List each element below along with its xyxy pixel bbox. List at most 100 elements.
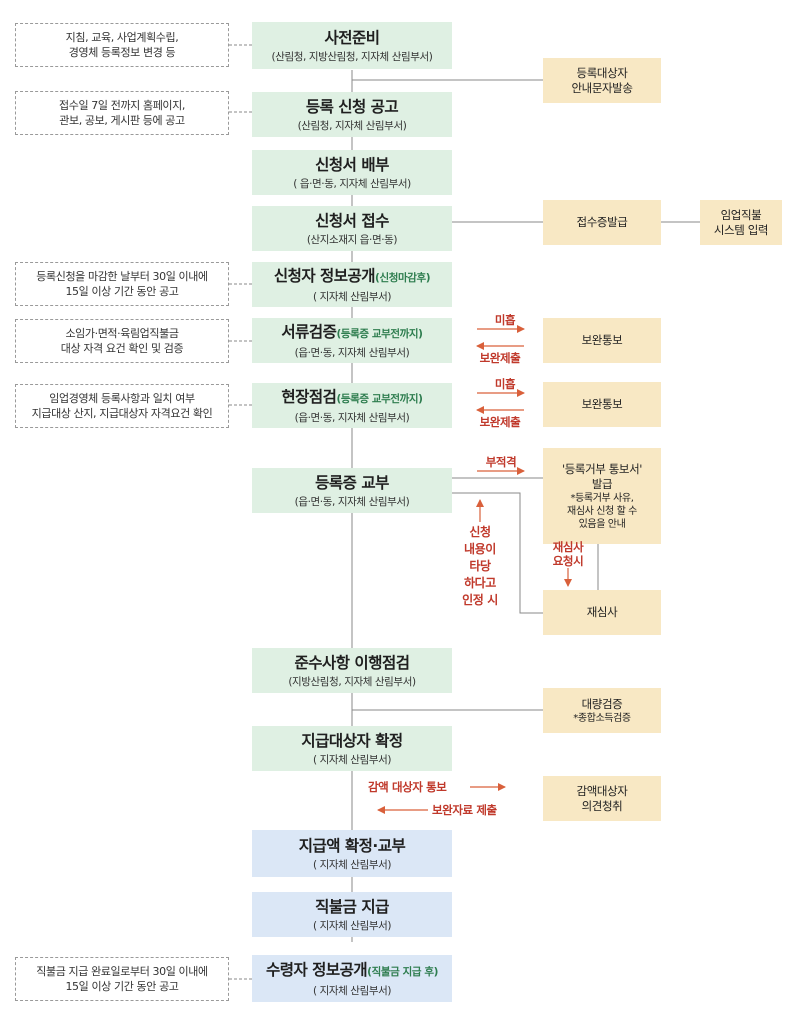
step-title: 신청자 정보공개 [273,266,376,285]
step-title: 준수사항 이행점검 [294,653,410,672]
side-system-input: 임업직불 시스템 입력 [700,200,782,245]
note-line: 등록신청을 마감한 날부터 30일 이내에 [36,270,208,283]
label-unfit: 부적격 [485,455,517,469]
side-supplement-notice-2: 보완통보 [543,382,661,427]
step-form-receipt: 신청서 접수 (산지소재지 읍·면·동) [252,206,452,251]
side-line: 안내문자발송 [571,80,633,95]
label-line: 신청 [469,525,491,539]
side-detail: 재심사 신청 할 수 [567,505,637,517]
step-title: 지급대상자 확정 [301,731,403,750]
step-subtitle: (읍·면·동, 지자체 산림부서) [294,495,410,508]
side-refusal-notice: '등록거부 통보서' 발급 *등록거부 사유, 재심사 신청 할 수 있음을 안… [543,448,661,544]
note-line: 소임가·면적·육림업직불금 [65,327,179,340]
note-applicant-disclosure: 등록신청을 마감한 날부터 30일 이내에 15일 이상 기간 동안 공고 [15,262,229,306]
note-notice: 접수일 7일 전까지 홈페이지, 관보, 공보, 게시판 등에 공고 [15,91,229,135]
side-line: 등록대상자 [576,65,628,80]
side-line: 대량검증 [581,696,623,711]
note-line: 임업경영체 등록사항과 일치 여부 [49,392,195,405]
step-subtitle: (읍·면·동, 지자체 산림부서) [294,411,410,424]
side-detail: *등록거부 사유, [570,492,634,504]
step-registration-notice: 등록 신청 공고 (산림청, 지자체 산림부서) [252,92,452,137]
note-line: 15일 이상 기간 동안 공고 [65,980,179,993]
side-receipt-issue: 접수증발급 [543,200,661,245]
step-form-distribution: 신청서 배부 ( 읍·면·동, 지자체 산림부서) [252,150,452,195]
step-subtitle: (읍·면·동, 지자체 산림부서) [294,346,410,359]
step-certificate-issue: 등록증 교부 (읍·면·동, 지자체 산림부서) [252,468,452,513]
step-subtitle: ( 읍·면·동, 지자체 산림부서) [293,177,411,190]
side-line: 보완통보 [581,397,623,411]
side-line: 시스템 입력 [713,222,769,237]
note-line: 직불금 지급 완료일로부터 30일 이내에 [36,965,208,978]
side-line: 감액대상자 [576,783,628,798]
step-preparation: 사전준비 (산림청, 지방산림청, 지자체 산림부서) [252,22,452,69]
step-recipient-disclosure: 수령자 정보공개(직불금 지급 후) ( 지자체 산림부서) [252,955,452,1002]
note-line: 15일 이상 기간 동안 공고 [65,285,179,298]
step-tag: (신청마감후) [375,271,431,284]
step-title: 사전준비 [324,28,380,47]
step-subtitle: ( 지자체 산림부서) [312,858,392,871]
label-resubmit-1: 보완제출 [479,351,521,365]
step-subtitle: (지방산림청, 지자체 산림부서) [288,675,416,688]
side-detail: 있음을 안내 [578,518,626,530]
step-tag: (직불금 지급 후) [367,965,439,978]
note-line: 지침, 교육, 사업계획수립, [65,31,179,44]
step-subtitle: ( 지자체 산림부서) [312,919,392,932]
step-title: 수령자 정보공개 [265,960,368,979]
note-line: 경영체 등록정보 변경 등 [68,46,176,59]
step-title: 지급액 확정·교부 [298,836,406,855]
note-line: 대상 자격 요건 확인 및 검증 [60,342,184,355]
side-line: 의견청취 [581,798,623,813]
label-line: 하다고 [464,576,496,590]
step-subtitle: (산림청, 지방산림청, 지자체 산림부서) [271,50,433,63]
label-line: 내용이 [464,542,496,556]
step-subtitle: (산림청, 지자체 산림부서) [297,119,407,132]
label-resubmit-2: 보완제출 [479,415,521,429]
step-recipient-confirm: 지급대상자 확정 ( 지자체 산림부서) [252,726,452,771]
step-subtitle: (산지소재지 읍·면·동) [306,233,398,246]
label-valid-claim: 신청 내용이 타당 하다고 인정 시 [455,524,505,609]
side-detail: *종합소득검증 [573,712,631,724]
side-notice-sms: 등록대상자 안내문자발송 [543,58,661,103]
label-line: 인정 시 [462,593,498,607]
side-line: 임업직불 [720,207,762,222]
label-line: 요청시 [552,554,584,568]
step-site-inspection: 현장점검(등록증 교부전까지) (읍·면·동, 지자체 산림부서) [252,383,452,428]
label-review-request: 재심사 요청시 [543,540,593,568]
step-tag: (등록증 교부전까지) [336,327,423,340]
step-title: 직불금 지급 [315,897,389,916]
label-line: 재심사 [552,540,584,554]
label-supplement-submit: 보완자료 제출 [432,803,497,817]
side-line: 보완통보 [581,333,623,347]
side-line: '등록거부 통보서' [561,461,643,476]
step-subtitle: ( 지자체 산림부서) [312,753,392,766]
step-title: 신청서 접수 [315,211,389,230]
note-preparation: 지침, 교육, 사업계획수립, 경영체 등록정보 변경 등 [15,23,229,67]
step-title: 등록 신청 공고 [305,97,399,116]
step-subtitle: ( 지자체 산림부서) [312,290,392,303]
side-line: 재심사 [586,605,618,619]
note-line: 지급대상 산지, 지급대상자 자격요건 확인 [31,407,213,420]
step-title: 신청서 배부 [315,155,389,174]
step-compliance-check: 준수사항 이행점검 (지방산림청, 지자체 산림부서) [252,648,452,693]
side-supplement-notice-1: 보완통보 [543,318,661,363]
label-insufficient-2: 미흡 [494,377,516,391]
label-reduction-notice: 감액 대상자 통보 [368,780,447,794]
side-line: 접수증발급 [576,215,628,229]
side-line: 발급 [591,476,613,491]
step-title: 현장점검 [281,387,337,406]
label-line: 타당 [469,559,491,573]
step-document-verification: 서류검증(등록증 교부전까지) (읍·면·동, 지자체 산림부서) [252,318,452,363]
note-recipient-disclosure: 직불금 지급 완료일로부터 30일 이내에 15일 이상 기간 동안 공고 [15,957,229,1001]
label-insufficient-1: 미흡 [494,313,516,327]
step-title: 서류검증 [281,322,337,341]
note-line: 관보, 공보, 게시판 등에 공고 [59,114,185,127]
step-applicant-disclosure: 신청자 정보공개(신청마감후) ( 지자체 산림부서) [252,262,452,307]
side-bulk-verification: 대량검증 *종합소득검증 [543,688,661,733]
step-amount-confirm: 지급액 확정·교부 ( 지자체 산림부서) [252,830,452,877]
step-tag: (등록증 교부전까지) [336,392,423,405]
step-title: 등록증 교부 [315,473,389,492]
note-line: 접수일 7일 전까지 홈페이지, [59,99,185,112]
side-re-review: 재심사 [543,590,661,635]
